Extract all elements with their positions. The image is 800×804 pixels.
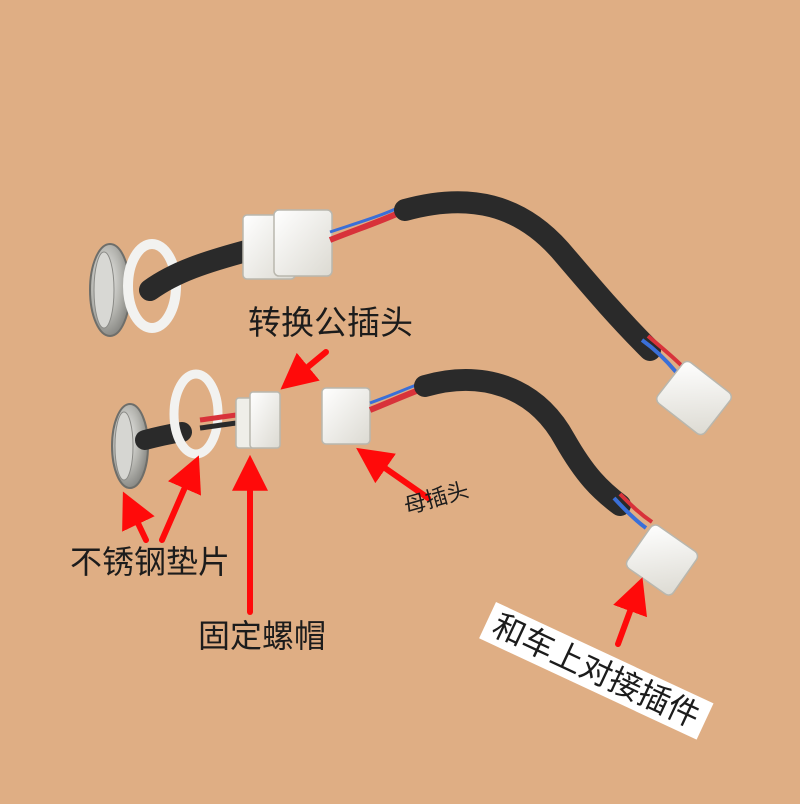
annotation-arrows	[122, 349, 647, 647]
upper-long-cable	[394, 191, 661, 361]
arrow-to-female-plug	[356, 447, 431, 501]
arrow-to-car-connector	[613, 577, 647, 647]
upper-female-connector	[273, 209, 333, 277]
arrow-to-male-plug	[280, 349, 329, 390]
upper-button-face	[93, 251, 115, 329]
lower-male-plug	[249, 391, 281, 449]
lower-button-face	[114, 411, 134, 481]
upper-cable-assembly	[89, 191, 732, 436]
label-nut: 固定螺帽	[198, 617, 327, 655]
label-washer: 不锈钢垫片	[70, 543, 231, 581]
arrow-to-button-1	[122, 491, 155, 543]
lower-end-wires-blue	[612, 496, 648, 530]
upper-end-connector	[656, 360, 732, 436]
upper-sleeve	[139, 239, 261, 301]
lower-end-connector	[625, 524, 699, 596]
lower-parts	[111, 369, 699, 596]
arrow-to-washer	[159, 455, 201, 543]
upper-end-wires-blue	[640, 338, 678, 374]
upper-end-wires-red	[646, 334, 684, 368]
lower-long-cable	[414, 369, 631, 516]
lower-end-wires-red	[618, 492, 654, 524]
lower-washer	[169, 369, 223, 459]
label-male-plug: 转换公插头	[248, 303, 413, 342]
lower-female-plug	[321, 387, 371, 445]
